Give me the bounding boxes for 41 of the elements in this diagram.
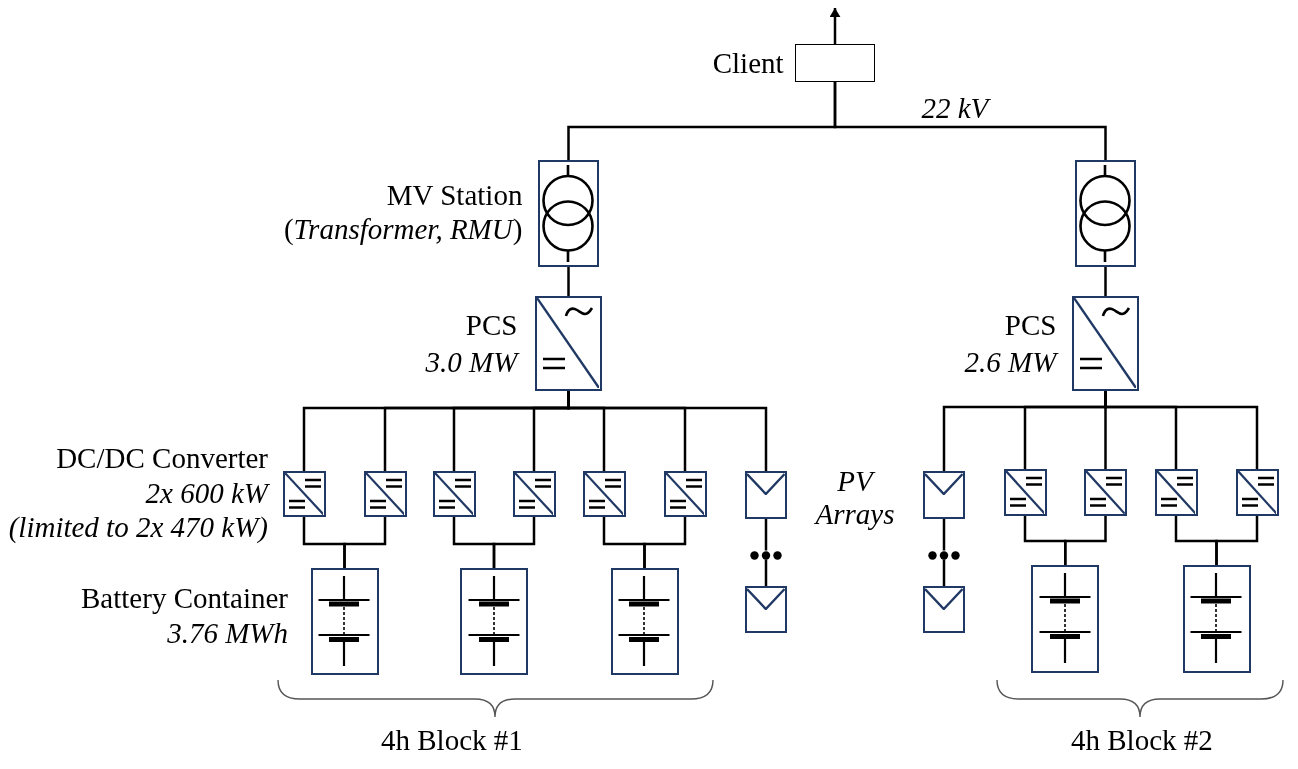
component-label: Client bbox=[712, 46, 784, 80]
power-line bbox=[1064, 516, 1107, 565]
pv-module-box bbox=[745, 586, 787, 633]
rating-label: 3.76 MWh bbox=[167, 616, 288, 650]
ellipsis-icon bbox=[750, 550, 782, 560]
component-label: PCS bbox=[1004, 309, 1057, 343]
pv-module-box bbox=[923, 471, 965, 519]
pv-module-box bbox=[745, 471, 787, 519]
battery-container-box bbox=[1182, 565, 1251, 673]
block-label: 4h Block #2 bbox=[1071, 723, 1213, 757]
arrow bbox=[829, 8, 841, 44]
rating-label: 3.0 MW bbox=[425, 346, 518, 380]
rating-label: 2x 600 kW bbox=[145, 476, 268, 510]
battery-container-box bbox=[1031, 565, 1100, 673]
battery-container-box bbox=[310, 568, 379, 675]
block-label: 4h Block #1 bbox=[381, 723, 523, 757]
battery-container-box bbox=[610, 568, 679, 675]
power-line bbox=[643, 517, 687, 568]
rating-label: (limited to 2x 470 kW) bbox=[8, 510, 268, 544]
power-line bbox=[1104, 391, 1259, 469]
pv-module-box bbox=[923, 586, 965, 633]
bus-voltage-label: 22 kV bbox=[921, 91, 989, 125]
ellipsis-icon bbox=[928, 550, 960, 560]
power-line bbox=[1215, 516, 1259, 565]
power-line bbox=[942, 559, 946, 586]
component-label: PCS bbox=[465, 309, 518, 343]
power-line bbox=[567, 267, 570, 296]
rating-label: 2.6 MW bbox=[964, 346, 1057, 380]
power-line bbox=[343, 517, 387, 568]
power-line bbox=[764, 559, 768, 586]
power-line bbox=[764, 519, 768, 551]
power-line bbox=[942, 519, 946, 551]
battery-container-box bbox=[460, 568, 528, 675]
component-label: MV Station bbox=[386, 179, 523, 213]
component-label: DC/DC Converter bbox=[56, 441, 268, 475]
component-label: PV Arrays bbox=[813, 465, 896, 531]
component-label: Battery Container bbox=[81, 581, 288, 615]
rating-label: (Transformer, RMU) bbox=[283, 213, 523, 247]
power-line bbox=[833, 82, 1107, 160]
power-line bbox=[1104, 267, 1107, 296]
power-line bbox=[492, 517, 536, 568]
